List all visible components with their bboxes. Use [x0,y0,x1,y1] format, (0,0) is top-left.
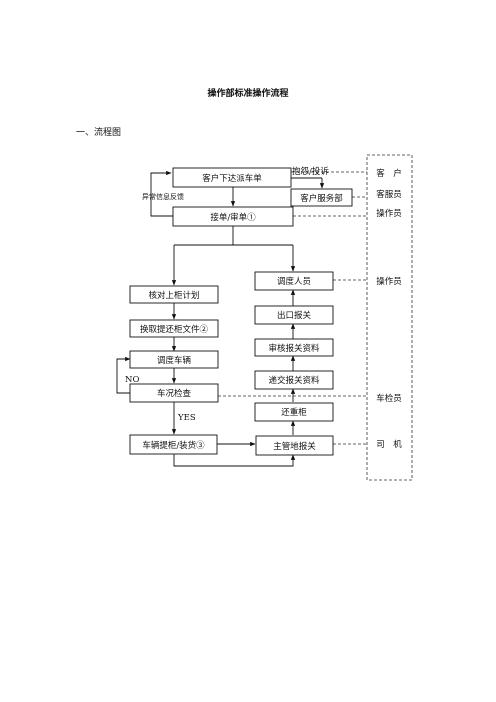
label-no: NO [125,375,139,385]
node-get-docs-label: 换取提还柜文件② [140,324,209,335]
node-review-docs: 审核报关资料 [254,338,334,357]
node-customs-local-label: 主管地报关 [273,441,316,452]
role-driver: 司 机 [376,439,402,450]
node-customer-order: 客户下达派车单 [172,167,292,188]
node-container-plan-label: 核对上柜计划 [148,290,199,301]
node-get-docs: 换取提还柜文件② [129,319,219,338]
node-export-declaration-label: 出口报关 [277,310,312,321]
node-submit-docs: 递交报关资料 [254,370,334,390]
role-column [366,154,413,481]
label-complaint: 抱怨/投诉 [292,166,329,177]
role-operator-2: 操作员 [376,276,402,287]
node-customer-service-dept-label: 客户服务部 [300,193,343,204]
role-links [218,171,367,445]
node-export-declaration: 出口报关 [254,305,334,325]
node-container-plan: 核对上柜计划 [129,285,219,304]
node-vehicle-check-label: 车况检查 [157,388,192,399]
node-pickup-loading-label: 车辆提柜/装货③ [142,440,205,451]
node-customer-service-dept: 客户服务部 [290,188,353,207]
role-operator-1: 操作员 [376,208,402,219]
node-dispatcher-label: 调度人员 [277,276,311,287]
node-review-docs-label: 审核报关资料 [268,343,320,354]
node-return-container: 还重柜 [254,402,334,422]
label-feedback: 异常信息反馈 [142,192,184,201]
connectors [116,170,325,467]
node-submit-docs-label: 递交报关资料 [268,375,320,386]
role-service-staff: 客服员 [376,189,402,200]
node-accept-review: 接单/审单① [172,206,294,227]
node-pickup-loading: 车辆提柜/装货③ [129,434,218,455]
node-accept-review-label: 接单/审单① [210,212,256,223]
node-customer-order-label: 客户下达派车单 [202,173,262,184]
node-vehicle-check: 车况检查 [129,383,219,403]
node-return-container-label: 还重柜 [281,407,307,418]
node-customs-local: 主管地报关 [255,435,334,456]
section-heading: 一、流程图 [76,128,122,138]
label-yes: YES [177,413,196,423]
node-dispatch-vehicle: 调度车辆 [129,350,219,369]
node-dispatcher: 调度人员 [254,271,334,291]
page-title: 操作部标准操作流程 [207,89,289,99]
role-inspector: 车检员 [376,393,402,404]
role-customer: 客 户 [376,168,402,179]
node-dispatch-vehicle-label: 调度车辆 [157,355,192,366]
